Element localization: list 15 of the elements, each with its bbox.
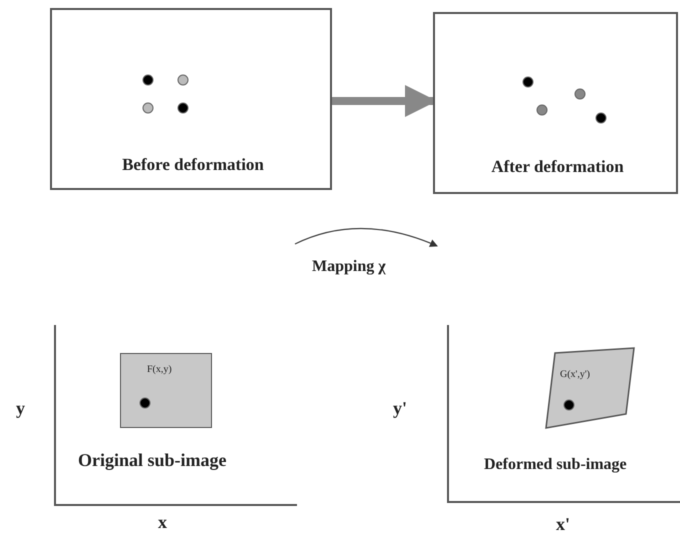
panel-caption: After deformation xyxy=(490,157,625,177)
image-panel xyxy=(433,12,678,194)
axis-label: y xyxy=(16,398,25,419)
image-panel xyxy=(50,8,332,190)
point-label: F(x,y) xyxy=(147,364,172,375)
panel-caption: Original sub-image xyxy=(78,450,227,471)
mapping-label: Mapping χ xyxy=(312,258,386,276)
axis-label: x' xyxy=(556,514,570,535)
axis-label: x xyxy=(158,512,167,533)
axis-label: y' xyxy=(393,398,408,419)
sub-image-square xyxy=(120,353,212,428)
point-label: G(x',y') xyxy=(560,369,590,380)
panel-caption: Deformed sub-image xyxy=(484,456,627,474)
panel-caption: Before deformation xyxy=(121,155,265,175)
deformed-sub-image-shape xyxy=(545,347,635,429)
